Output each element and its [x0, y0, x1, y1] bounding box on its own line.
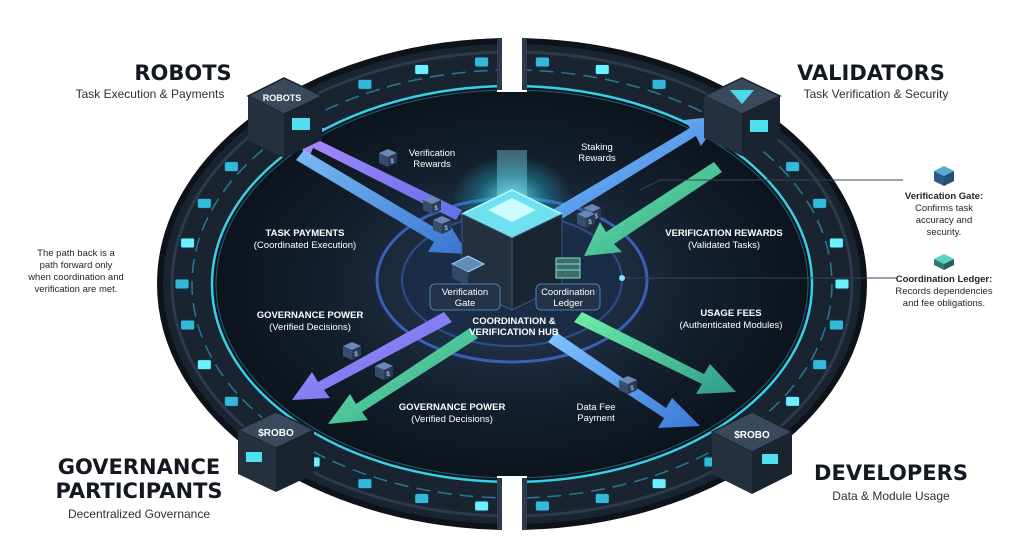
ring-module-light — [175, 279, 189, 289]
coordination-ledger-note-title: Coordination Ledger: — [896, 274, 993, 285]
verification-gate-note-title: Verification Gate: — [905, 191, 983, 202]
verification-gate-note-2: accuracy and — [916, 215, 973, 226]
flow-task-payments-title: TASK PAYMENTS — [265, 228, 344, 239]
ring-module-light — [813, 198, 827, 208]
ring-module-light — [197, 198, 211, 208]
hub-ledger-stack — [556, 258, 580, 278]
ring-module-light — [652, 79, 666, 89]
ring-module-light — [197, 360, 211, 370]
left-note-4: verification are met. — [35, 284, 118, 295]
governance-title-1: GOVERNANCE — [58, 455, 220, 479]
governance-subtitle: Decentralized Governance — [68, 507, 210, 521]
developers-title: DEVELOPERS — [814, 461, 968, 485]
flow-usage-fees-sub: (Authenticated Modules) — [680, 320, 783, 331]
coordination-ledger-icon — [934, 254, 954, 270]
ring-gap-bottom-right-edge — [522, 478, 527, 530]
ring-gap-top-left-edge — [497, 38, 502, 90]
flow-data-fee-2: Payment — [577, 413, 615, 424]
governance-title-2: PARTICIPANTS — [55, 479, 222, 503]
robots-node-label: ROBOTS — [263, 93, 302, 103]
ring-module-light — [535, 57, 549, 67]
flow-governance-power-left-title: GOVERNANCE POWER — [257, 310, 364, 321]
validators-title: VALIDATORS — [797, 61, 945, 85]
robots-title: ROBOTS — [134, 61, 231, 85]
ring-module-light — [786, 396, 800, 406]
left-note-1: The path back is a — [37, 248, 115, 259]
verification-gate-note-1: Confirms task — [915, 203, 973, 214]
hub-title-1: COORDINATION & — [472, 316, 555, 327]
ring-module-light — [829, 320, 843, 330]
verification-gate-note-3: security. — [927, 227, 962, 238]
robots-subtitle: Task Execution & Payments — [76, 87, 225, 101]
flow-governance-power-left-sub: (Verified Decisions) — [269, 322, 351, 333]
coordination-ledger-label-2: Ledger — [553, 298, 583, 309]
ring-module-light — [358, 79, 372, 89]
ring-module-light — [358, 479, 372, 489]
ring-module-light — [181, 320, 195, 330]
ring-module-light — [475, 501, 489, 511]
verification-gate-label-1: Verification — [442, 287, 488, 298]
verification-gate-label-2: Gate — [455, 298, 476, 309]
ring-module-light — [652, 479, 666, 489]
ring-module-light — [595, 494, 609, 504]
coordination-ledger-note-2: and fee obligations. — [903, 298, 985, 309]
governance-node-label: $ROBO — [258, 428, 294, 439]
ring-module-light — [786, 162, 800, 172]
ring-module-light — [829, 238, 843, 248]
ring-module-light — [813, 360, 827, 370]
flow-governance-power-bottom-sub: (Verified Decisions) — [411, 414, 493, 425]
developers-node-label: $ROBO — [734, 430, 770, 441]
flow-data-fee-1: Data Fee — [576, 402, 615, 413]
ring-gap-top-right-edge — [522, 38, 527, 90]
hub-title-2: VERIFICATION HUB — [469, 327, 559, 338]
left-note-2: path forward only — [40, 260, 113, 271]
flow-task-payments-sub: (Coordinated Execution) — [254, 240, 356, 251]
ring-module-light — [415, 65, 429, 75]
ring-module-light — [181, 238, 195, 248]
coordination-ledger-label-1: Coordination — [541, 287, 595, 298]
ring-module-light — [535, 501, 549, 511]
flow-staking-rewards-2: Rewards — [578, 153, 616, 164]
verification-gate-icon — [934, 166, 954, 186]
ring-module-light — [415, 494, 429, 504]
ring-module-light — [475, 57, 489, 67]
flow-verification-rewards-right-sub: (Validated Tasks) — [688, 240, 760, 251]
developers-subtitle: Data & Module Usage — [832, 489, 950, 503]
ring-module-light — [224, 396, 238, 406]
flow-usage-fees-title: USAGE FEES — [700, 308, 761, 319]
connector-dot — [619, 275, 625, 281]
ring-module-light — [224, 162, 238, 172]
validators-subtitle: Task Verification & Security — [804, 87, 949, 101]
ring-module-light — [835, 279, 849, 289]
left-note-3: when coordination and — [27, 272, 124, 283]
flow-verification-rewards-1: Verification — [409, 148, 455, 159]
ring-gap-bottom-left-edge — [497, 478, 502, 530]
flow-verification-rewards-2: Rewards — [413, 159, 451, 170]
flow-verification-rewards-right-title: VERIFICATION REWARDS — [665, 228, 783, 239]
flow-staking-rewards-1: Staking — [581, 142, 613, 153]
coordination-ledger-note-1: Records dependencies — [895, 286, 992, 297]
flow-governance-power-bottom-title: GOVERNANCE POWER — [399, 402, 506, 413]
ring-module-light — [595, 65, 609, 75]
